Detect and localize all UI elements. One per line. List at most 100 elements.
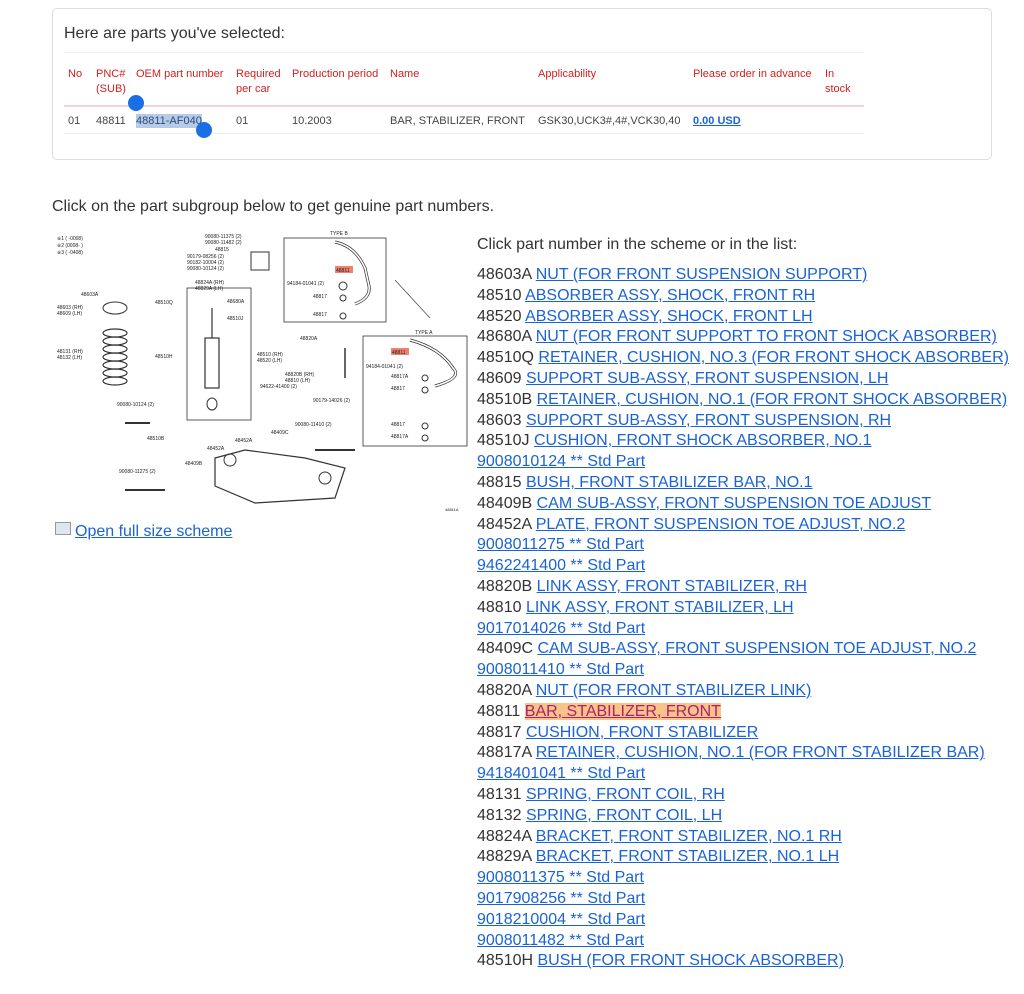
std-part-link[interactable]: 9017908256 ** Std Part	[477, 889, 646, 907]
cell-price[interactable]: 0.00 USD	[689, 106, 821, 134]
part-code: 48817A	[477, 744, 532, 762]
list-item: 48132 SPRING, FRONT COIL, LH	[477, 806, 1024, 827]
list-item: 9018210004 ** Std Part	[477, 910, 1024, 931]
part-code: 48510Q	[477, 349, 534, 367]
selected-parts-table: No PNC# (SUB) OEM part number Required p…	[64, 52, 864, 134]
cell-oem[interactable]: 48811-AF040	[132, 106, 232, 134]
svg-text:48409C: 48409C	[271, 430, 289, 436]
part-code: 48409B	[477, 494, 533, 512]
part-link[interactable]: NUT (FOR FRONT STABILIZER LINK)	[535, 681, 812, 699]
part-link[interactable]: NUT (FOR FRONT SUPPORT TO FRONT SHOCK AB…	[535, 328, 997, 346]
cell-name: BAR, STABILIZER, FRONT	[386, 106, 534, 134]
svg-text:48510 (RH): 48510 (RH)	[257, 352, 283, 358]
svg-text:48817A: 48817A	[391, 374, 409, 380]
part-link[interactable]: SPRING, FRONT COIL, LH	[525, 806, 723, 824]
svg-text:48817: 48817	[313, 312, 327, 318]
list-item: 48609 SUPPORT SUB-ASSY, FRONT SUSPENSION…	[477, 369, 1024, 390]
std-part-link[interactable]: 9418401041 ** Std Part	[477, 765, 646, 783]
part-code: 48510H	[477, 952, 534, 970]
svg-text:90080-11410 (2): 90080-11410 (2)	[295, 422, 332, 428]
parts-scheme-diagram[interactable]: ※1 ( -0008) ※2 (0008- ) ※3 ( -0408) TYPE…	[55, 228, 470, 516]
svg-text:90080-11482 (2): 90080-11482 (2)	[205, 240, 242, 246]
std-part-link[interactable]: 9008011275 ** Std Part	[477, 536, 644, 554]
list-item: 48815 BUSH, FRONT STABILIZER BAR, NO.1	[477, 473, 1024, 494]
svg-text:48603A: 48603A	[81, 292, 99, 298]
part-link[interactable]: CAM SUB-ASSY, FRONT SUSPENSION TOE ADJUS…	[537, 640, 977, 658]
part-link[interactable]: SPRING, FRONT COIL, RH	[525, 785, 725, 803]
part-link[interactable]: RETAINER, CUSHION, NO.1 (FOR FRONT STABI…	[535, 744, 985, 762]
svg-text:TYPE B: TYPE B	[330, 231, 348, 237]
list-item: 9017908256 ** Std Part	[477, 889, 1024, 910]
shock-absorber	[204, 337, 220, 389]
svg-text:90080-11375 (2): 90080-11375 (2)	[205, 234, 242, 240]
part-link[interactable]: SUPPORT SUB-ASSY, FRONT SUSPENSION, LH	[525, 369, 889, 387]
part-link[interactable]: RETAINER, CUSHION, NO.3 (FOR FRONT SHOCK…	[538, 349, 1009, 367]
part-link[interactable]: CUSHION, FRONT SHOCK ABSORBER, NO.1	[533, 432, 872, 450]
svg-text:48817: 48817	[391, 422, 405, 428]
selected-parts-panel: Here are parts you've selected: No PNC# …	[52, 8, 992, 160]
part-link[interactable]: BAR, STABILIZER, FRONT	[524, 702, 721, 720]
svg-text:48820B (RH): 48820B (RH)	[285, 372, 315, 378]
svg-text:94184-01041 (2): 94184-01041 (2)	[366, 364, 403, 370]
svg-text:48817: 48817	[391, 386, 405, 392]
hotspot-48811-a[interactable]	[391, 348, 409, 355]
part-link[interactable]: PLATE, FRONT SUSPENSION TOE ADJUST, NO.2	[535, 515, 906, 533]
part-link[interactable]: ABSORBER ASSY, SHOCK, FRONT LH	[525, 307, 813, 325]
part-link[interactable]: RETAINER, CUSHION, NO.1 (FOR FRONT SHOCK…	[536, 390, 1008, 408]
selection-start-handle[interactable]	[128, 95, 144, 111]
std-part-link[interactable]: 9008011410 ** Std Part	[477, 661, 644, 679]
std-part-link[interactable]: 9018210004 ** Std Part	[477, 910, 646, 928]
shock-box	[186, 287, 252, 421]
svg-text:90182-10004 (2): 90182-10004 (2)	[187, 260, 224, 266]
list-item: 48680A NUT (FOR FRONT SUPPORT TO FRONT S…	[477, 327, 1024, 348]
type-a-inset	[362, 335, 468, 447]
list-item: 48520 ABSORBER ASSY, SHOCK, FRONT LH	[477, 307, 1024, 328]
list-item: 9462241400 ** Std Part	[477, 556, 1024, 577]
part-link[interactable]: BUSH (FOR FRONT SHOCK ABSORBER)	[537, 952, 844, 970]
list-item: 48817 CUSHION, FRONT STABILIZER	[477, 723, 1024, 744]
svg-text:48452A: 48452A	[207, 446, 225, 452]
lower-arm	[214, 449, 346, 504]
list-item: 48811 BAR, STABILIZER, FRONT	[477, 702, 1024, 723]
hotspot-48811-b[interactable]	[335, 266, 353, 273]
part-link[interactable]: LINK ASSY, FRONT STABILIZER, LH	[525, 598, 794, 616]
table-row: 01 48811 48811-AF040 01 10.2003 BAR, STA…	[64, 106, 864, 134]
std-part-link[interactable]: 9008010124 ** Std Part	[477, 453, 646, 471]
selected-oem-text[interactable]: 48811-AF040	[136, 114, 202, 128]
svg-text:48829A (LH): 48829A (LH)	[195, 286, 223, 292]
list-item: 48817A RETAINER, CUSHION, NO.1 (FOR FRON…	[477, 743, 1024, 764]
cell-period: 10.2003	[288, 106, 386, 134]
part-link[interactable]: BRACKET, FRONT STABILIZER, NO.1 LH	[535, 848, 840, 866]
svg-text:48452A: 48452A	[235, 438, 253, 444]
std-part-link[interactable]: 9008011482 ** Std Part	[477, 931, 644, 949]
part-link[interactable]: CAM SUB-ASSY, FRONT SUSPENSION TOE ADJUS…	[536, 494, 932, 512]
std-part-link[interactable]: 9017014026 ** Std Part	[477, 619, 646, 637]
part-link[interactable]: BUSH, FRONT STABILIZER BAR, NO.1	[525, 473, 813, 491]
list-item: 48820A NUT (FOR FRONT STABILIZER LINK)	[477, 681, 1024, 702]
part-link[interactable]: SUPPORT SUB-ASSY, FRONT SUSPENSION, RH	[525, 411, 892, 429]
open-full-scheme-link[interactable]: Open full size scheme	[75, 523, 233, 540]
svg-text:48520 (LH): 48520 (LH)	[257, 358, 282, 364]
part-code: 48680A	[477, 328, 532, 346]
svg-text:48680A: 48680A	[227, 299, 245, 305]
price-link[interactable]: 0.00 USD	[693, 115, 741, 127]
list-item: 48824A BRACKET, FRONT STABILIZER, NO.1 R…	[477, 827, 1024, 848]
part-link[interactable]: BRACKET, FRONT STABILIZER, NO.1 RH	[535, 827, 842, 845]
part-link[interactable]: NUT (FOR FRONT SUSPENSION SUPPORT)	[535, 266, 868, 283]
part-link[interactable]: LINK ASSY, FRONT STABILIZER, RH	[536, 577, 807, 595]
part-link[interactable]: CUSHION, FRONT STABILIZER	[525, 723, 759, 741]
part-link[interactable]: ABSORBER ASSY, SHOCK, FRONT RH	[525, 286, 816, 304]
list-item: 9008010124 ** Std Part	[477, 452, 1024, 473]
svg-text:90080-11275 (2): 90080-11275 (2)	[119, 469, 156, 475]
list-item: 48510J CUSHION, FRONT SHOCK ABSORBER, NO…	[477, 431, 1024, 452]
open-full-scheme[interactable]: Open full size scheme	[55, 522, 232, 541]
list-item: 48452A PLATE, FRONT SUSPENSION TOE ADJUS…	[477, 515, 1024, 536]
std-part-link[interactable]: 9008011375 ** Std Part	[477, 869, 644, 887]
svg-text:48132 (LH): 48132 (LH)	[57, 355, 82, 361]
svg-text:48811: 48811	[392, 350, 406, 356]
selection-end-handle[interactable]	[196, 122, 212, 138]
part-code: 48603	[477, 411, 522, 429]
svg-text:※1 ( -0008): ※1 ( -0008)	[57, 236, 83, 242]
svg-text:48609 (LH): 48609 (LH)	[57, 311, 82, 317]
std-part-link[interactable]: 9462241400 ** Std Part	[477, 557, 646, 575]
